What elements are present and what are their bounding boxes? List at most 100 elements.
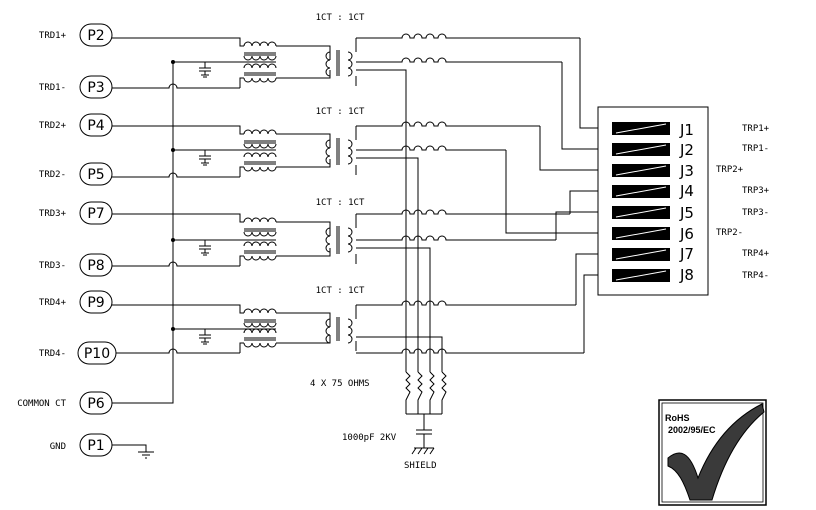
jack-signal-label: TRP1- — [742, 144, 769, 154]
jack-signal-label: TRP3+ — [742, 186, 770, 196]
jack-pin-label: J7 — [679, 245, 694, 263]
jack-signal-label: TRP4- — [742, 271, 769, 281]
transformer-ratio-2: 1CT : 1CT — [316, 107, 365, 117]
signal-label: TRD1+ — [39, 31, 67, 41]
pin-label: P9 — [87, 295, 104, 311]
choke-coil — [243, 217, 277, 223]
choke-coil — [243, 63, 277, 69]
transformer-coil — [347, 318, 353, 344]
pin-p6: COMMON CT P6 — [17, 391, 113, 415]
jack-contact-highlight — [615, 123, 667, 134]
wire-segment — [356, 57, 562, 63]
wire — [276, 70, 331, 79]
jack-contact-highlight — [615, 165, 667, 176]
signal-label: TRD4+ — [39, 298, 67, 308]
pin-label: P3 — [87, 80, 104, 96]
jack-pin-label: J2 — [679, 141, 694, 159]
pin-p8: TRD3- P8 — [39, 253, 113, 277]
shield-ground-icon — [411, 447, 435, 455]
jack-signal-label: TRP3- — [742, 208, 769, 218]
choke-coil — [243, 77, 277, 83]
choke-coil — [243, 308, 277, 314]
transformer-coil — [347, 227, 353, 253]
wire — [112, 37, 244, 47]
wire — [539, 126, 612, 171]
resistor — [441, 371, 447, 414]
pin-p4: TRD2+ P4 — [39, 113, 113, 137]
pin-label: P5 — [87, 167, 104, 183]
wire — [276, 248, 331, 257]
jack-pin-label: J8 — [679, 266, 694, 284]
wire — [239, 342, 244, 353]
wire — [505, 150, 612, 234]
choke-coil — [243, 41, 277, 47]
choke-coil — [243, 255, 277, 261]
wire-segment — [356, 145, 506, 151]
choke-coil — [243, 143, 277, 149]
signal-label: COMMON CT — [17, 399, 66, 409]
wire-segment — [356, 121, 540, 127]
jack-signal-label: TRP4+ — [742, 249, 770, 259]
wire — [112, 125, 244, 135]
signal-label: GND — [50, 442, 66, 452]
wire — [276, 45, 331, 60]
rj45-connector-body — [597, 106, 709, 296]
wire — [356, 69, 407, 372]
transformer-coil — [347, 139, 353, 165]
jack-contact-highlight — [615, 249, 667, 260]
wire-segment — [356, 209, 570, 215]
wire-segment — [356, 33, 580, 39]
jack-signal-label: TRP2- — [716, 228, 743, 238]
capacitor-label: 1000pF 2KV — [342, 433, 397, 443]
jack-pin-label: J6 — [679, 225, 694, 243]
resistor — [429, 371, 435, 414]
wire — [276, 159, 331, 168]
signal-label: TRD4- — [39, 349, 66, 359]
pin-label: P6 — [87, 396, 104, 412]
signal-label: TRD3+ — [39, 209, 67, 219]
transformer-coil — [347, 51, 353, 77]
pin-p5: TRD2- P5 — [39, 162, 113, 186]
choke-coil — [243, 166, 277, 172]
wire-segment — [112, 348, 240, 354]
choke-coil — [243, 328, 277, 334]
jack-signal-label: TRP2+ — [716, 165, 744, 175]
choke-coil — [243, 129, 277, 135]
choke-coil — [243, 231, 277, 237]
rohs-title: RoHS — [665, 413, 690, 423]
jack-signal-label: TRP1+ — [742, 124, 770, 134]
jack-pin-label: J5 — [679, 204, 694, 222]
jack-contact-highlight — [615, 186, 667, 197]
pin-p2: TRD1+ P2 — [39, 23, 113, 47]
rohs-directive: 2002/95/EC — [668, 425, 716, 435]
pin-label: P10 — [84, 346, 110, 362]
wire — [561, 62, 612, 150]
wire — [112, 213, 244, 223]
transformer-coil — [325, 318, 331, 344]
transformer-ratio-3: 1CT : 1CT — [316, 198, 365, 208]
pin-p9: TRD4+ P9 — [39, 290, 113, 314]
wire — [356, 336, 443, 372]
jack-pin-label: J4 — [679, 182, 694, 200]
wire — [112, 304, 244, 314]
jack-contact-highlight — [615, 228, 667, 239]
signal-label: TRD3- — [39, 261, 66, 271]
signal-label: TRD2+ — [39, 121, 67, 131]
transformer-coil — [325, 139, 331, 165]
resistor — [405, 371, 411, 414]
wire — [112, 62, 174, 404]
choke-coil — [243, 152, 277, 158]
wire-segment — [356, 300, 576, 306]
pin-label: P1 — [87, 438, 104, 454]
wire-segment — [356, 348, 584, 354]
signal-label: TRD2- — [39, 170, 66, 180]
transformer-coil — [325, 51, 331, 77]
wire — [239, 166, 244, 177]
pin-label: P2 — [87, 28, 104, 44]
pin-p7: TRD3+ P7 — [39, 201, 113, 225]
pin-p3: TRD1- P3 — [39, 75, 113, 99]
jack-contact-highlight — [615, 144, 667, 155]
rohs-logo: RoHS 2002/95/EC — [658, 399, 767, 506]
wire — [239, 255, 244, 266]
transformer-ratio-4: 1CT : 1CT — [316, 286, 365, 296]
